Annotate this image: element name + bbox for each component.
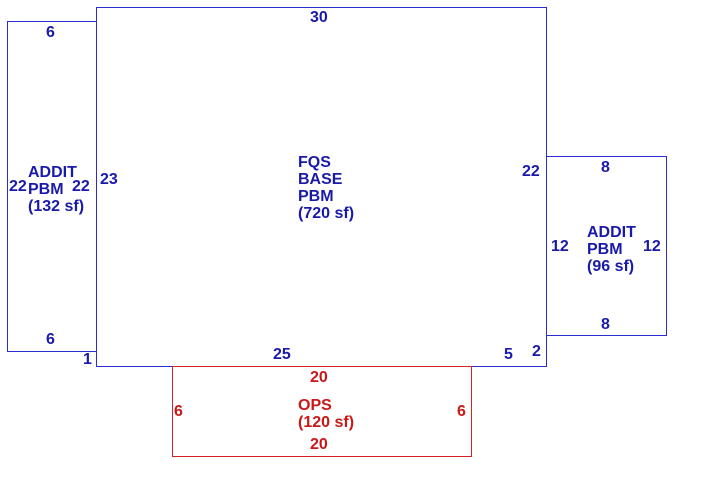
addit-left-label-line-2: PBM bbox=[28, 181, 64, 198]
base-dim-right: 22 bbox=[522, 163, 540, 180]
ops-label-line-1: OPS bbox=[298, 397, 332, 414]
addit-right-outline bbox=[546, 156, 667, 336]
addit-left-dim-right: 22 bbox=[72, 178, 90, 195]
base-label-line-2: BASE bbox=[298, 171, 343, 188]
base-area-label: FQS BASE PBM (720 sf) bbox=[298, 154, 354, 222]
base-dim-left-lower: 1 bbox=[83, 351, 92, 368]
addit-right-label-line-1: ADDIT bbox=[587, 224, 636, 241]
addit-left-dim-top: 6 bbox=[46, 24, 55, 41]
addit-right-dim-bottom: 8 bbox=[601, 316, 610, 333]
addit-left-outline bbox=[7, 21, 97, 352]
base-label-line-3: PBM bbox=[298, 188, 334, 205]
addit-right-dim-top: 8 bbox=[601, 159, 610, 176]
base-dim-bottom-left: 25 bbox=[273, 346, 291, 363]
ops-area-label: OPS (120 sf) bbox=[298, 397, 354, 431]
ops-dim-right: 6 bbox=[457, 403, 466, 420]
base-dim-top: 30 bbox=[310, 9, 328, 26]
ops-dim-top: 20 bbox=[310, 369, 328, 386]
addit-left-label-line-1: ADDIT bbox=[28, 164, 77, 181]
ops-label-line-2: (120 sf) bbox=[298, 414, 355, 431]
addit-right-label-line-3: (96 sf) bbox=[587, 258, 635, 275]
ops-dim-left: 6 bbox=[174, 403, 183, 420]
base-label-line-4: (720 sf) bbox=[298, 205, 355, 222]
addit-right-area-label: ADDIT PBM (96 sf) bbox=[587, 224, 636, 275]
ops-outline bbox=[172, 366, 472, 457]
base-dim-bottom-right: 5 bbox=[504, 346, 513, 363]
base-dim-left: 23 bbox=[100, 171, 118, 188]
addit-right-dim-right: 12 bbox=[643, 238, 661, 255]
base-dim-right-lower: 2 bbox=[532, 343, 541, 360]
ops-dim-bottom: 20 bbox=[310, 436, 328, 453]
addit-left-dim-bottom: 6 bbox=[46, 331, 55, 348]
addit-right-dim-left: 12 bbox=[551, 238, 569, 255]
addit-right-label-line-2: PBM bbox=[587, 241, 623, 258]
addit-left-dim-left: 22 bbox=[9, 178, 27, 195]
addit-left-area-label: ADDIT PBM (132 sf) bbox=[28, 164, 84, 215]
base-label-line-1: FQS bbox=[298, 154, 331, 171]
addit-left-label-line-3: (132 sf) bbox=[28, 198, 85, 215]
